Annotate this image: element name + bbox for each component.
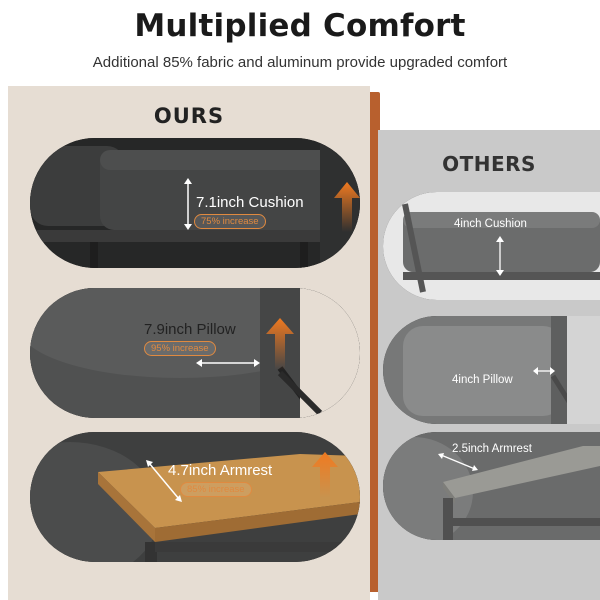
ours-pillow-label: 7.9inch Pillow	[144, 321, 236, 338]
others-pillow-dimension-icon	[533, 367, 555, 375]
ours-pillow-increase-arrow-icon	[266, 318, 294, 370]
others-pillow-label: 4inch Pillow	[452, 374, 513, 386]
others-heading: OTHERS	[442, 152, 536, 176]
cushion-dimension-icon	[184, 178, 192, 230]
others-cushion-photo	[383, 192, 600, 300]
armrest-dimension-icon	[146, 460, 182, 502]
ours-cushion-badge: 75% increase	[194, 214, 266, 229]
ours-armrest-increase-arrow-icon	[312, 452, 338, 498]
ours-heading: OURS	[153, 104, 225, 128]
ours-cushion-increase-arrow-icon	[334, 182, 360, 232]
ours-armrest-label: 4.7inch Armrest	[168, 462, 273, 479]
ours-armrest-photo	[30, 432, 360, 562]
others-cushion-label: 4inch Cushion	[454, 218, 527, 230]
ours-pillow-badge: 95% increase	[144, 341, 216, 356]
ours-cushion-label: 7.1inch Cushion	[196, 194, 304, 211]
ours-armrest-badge: 85% increase	[180, 482, 252, 497]
pillow-dimension-icon	[196, 359, 260, 367]
others-armrest-label: 2.5inch Armrest	[452, 443, 532, 455]
ours-cushion-photo	[30, 138, 360, 268]
others-cushion-dimension-icon	[496, 236, 504, 276]
page-title: Multiplied Comfort	[134, 8, 466, 44]
others-armrest-dimension-icon	[438, 453, 478, 471]
others-armrest-photo	[383, 432, 600, 540]
page-subtitle: Additional 85% fabric and aluminum provi…	[92, 54, 508, 71]
others-pillow-photo	[383, 316, 600, 424]
ours-pillow-photo	[30, 288, 360, 418]
